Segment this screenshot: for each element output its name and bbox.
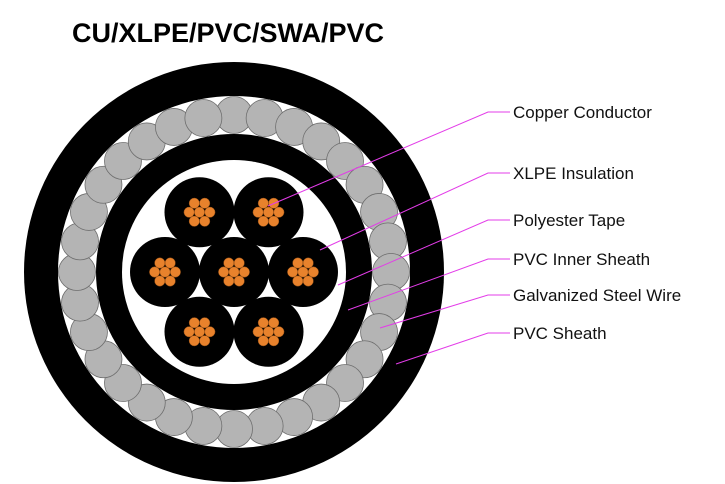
label-copper-conductor: Copper Conductor: [513, 103, 652, 122]
core: [268, 237, 338, 307]
copper-strand: [183, 326, 195, 338]
copper-strand: [188, 215, 200, 227]
copper-strand: [292, 275, 304, 287]
copper-strand: [154, 275, 166, 287]
leader-line: [347, 258, 510, 311]
copper-strand: [238, 266, 250, 278]
copper-strand: [257, 215, 269, 227]
leader-line: [337, 219, 510, 286]
conductor-cores: [130, 177, 338, 367]
copper-strand: [199, 335, 211, 347]
copper-strand: [268, 215, 280, 227]
copper-strand: [188, 317, 200, 329]
leader-line: [267, 111, 510, 207]
leader-line: [395, 332, 510, 365]
core: [233, 177, 304, 248]
label-pvc-inner-sheath: PVC Inner Sheath: [513, 250, 650, 269]
copper-strand: [223, 275, 235, 287]
copper-strand: [233, 275, 245, 287]
core: [164, 177, 235, 248]
copper-strand: [287, 266, 299, 278]
copper-strand: [154, 257, 166, 269]
copper-strand: [188, 197, 200, 209]
diagram-title: CU/XLPE/PVC/SWA/PVC: [72, 18, 384, 48]
copper-strand: [199, 215, 211, 227]
copper-strand: [194, 326, 205, 338]
copper-strand: [183, 206, 195, 218]
leader-line: [379, 294, 510, 329]
copper-strand: [204, 326, 216, 338]
core: [199, 237, 269, 307]
copper-strand: [268, 317, 280, 329]
label-pvc-sheath: PVC Sheath: [513, 324, 607, 343]
label-polyester-tape: Polyester Tape: [513, 211, 625, 230]
leader-line: [319, 172, 510, 251]
copper-strand: [263, 206, 274, 218]
steel-wire: [184, 99, 223, 137]
copper-strand: [252, 326, 264, 338]
copper-strand: [307, 266, 319, 278]
copper-strand: [292, 257, 304, 269]
copper-strand: [297, 266, 309, 278]
galvanized-steel-wire-ring: [58, 96, 410, 448]
copper-strand: [164, 275, 176, 287]
copper-strand: [204, 206, 216, 218]
copper-strand: [149, 266, 161, 278]
copper-strand: [199, 197, 211, 209]
copper-strand: [273, 326, 285, 338]
copper-strand: [164, 257, 176, 269]
core: [233, 296, 304, 367]
label-xlpe-insulation: XLPE Insulation: [513, 164, 634, 183]
copper-strand: [188, 335, 200, 347]
copper-strand: [273, 206, 285, 218]
label-galvanized-steel-wire: Galvanized Steel Wire: [513, 286, 681, 305]
copper-strand: [257, 317, 269, 329]
core: [130, 237, 200, 307]
copper-strand: [223, 257, 235, 269]
core: [164, 296, 235, 367]
copper-strand: [218, 266, 230, 278]
copper-strand: [169, 266, 181, 278]
copper-strand: [257, 197, 269, 209]
copper-strand: [233, 257, 245, 269]
copper-strand: [199, 317, 211, 329]
copper-strand: [302, 257, 314, 269]
copper-strand: [263, 326, 274, 338]
copper-strand: [228, 266, 240, 278]
copper-strand: [302, 275, 314, 287]
copper-strand: [252, 206, 264, 218]
leader-lines: [267, 111, 510, 365]
copper-strand: [257, 335, 269, 347]
copper-strand: [194, 206, 205, 218]
copper-strand: [159, 266, 171, 278]
copper-strand: [268, 335, 280, 347]
